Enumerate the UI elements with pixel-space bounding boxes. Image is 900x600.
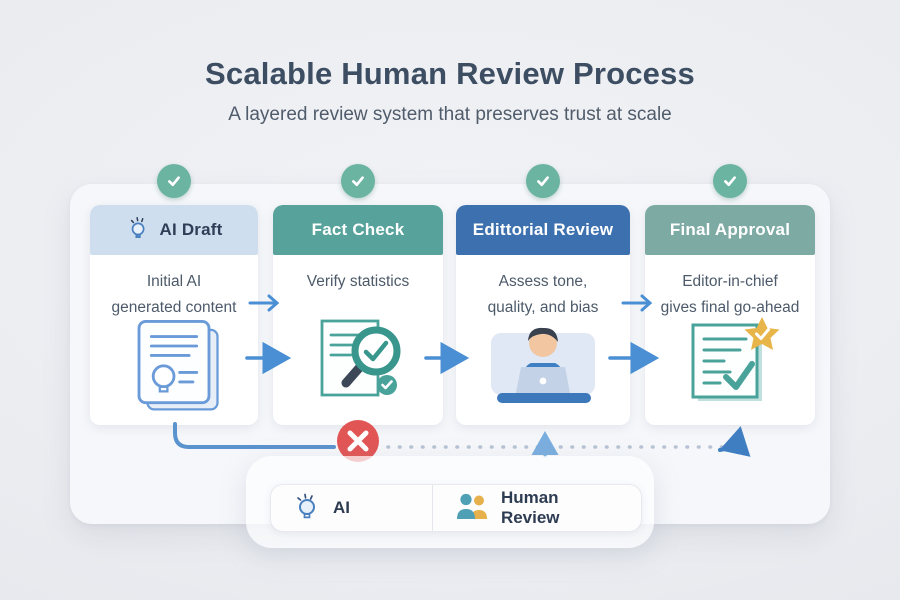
stage-final-approval: Final Approval Editor-in-chief gives fin… xyxy=(645,205,815,425)
stage-title: Fact Check xyxy=(311,220,405,239)
legend-ai-label: AI xyxy=(333,498,350,517)
desc-line-2: generated content xyxy=(111,299,237,316)
people-icon xyxy=(455,492,491,525)
stage-fact-check: Fact Check Verify statistics xyxy=(273,205,443,425)
lightbulb-icon xyxy=(126,215,152,246)
stage-title: AI Draft xyxy=(159,220,223,239)
desc-line-1: Initial AI xyxy=(146,273,202,290)
stage-complete-check-icon xyxy=(341,164,375,198)
document-magnifier-check-icon xyxy=(273,313,443,413)
stage-description: Assess tone, quality, and bias xyxy=(456,269,630,321)
stage-complete-check-icon xyxy=(526,164,560,198)
legend: AI Human Review xyxy=(270,484,642,532)
desc-line-1: Editor-in-chief xyxy=(682,273,778,290)
stage-title: Edittorial Review xyxy=(472,220,614,239)
desc-line-1: Verify statistics xyxy=(306,273,410,290)
desc-line-2: gives final go-ahead xyxy=(660,299,800,316)
document-star-check-icon xyxy=(645,315,815,413)
legend-human-label: Human Review xyxy=(500,488,560,527)
stage-ai-draft: AI Draft Initial AI generated content xyxy=(90,205,258,425)
desc-line-1: Assess tone, xyxy=(498,273,588,290)
desc-line-2: quality, and bias xyxy=(487,299,599,316)
legend-human-item: Human Review xyxy=(433,485,641,531)
lightbulb-icon xyxy=(293,491,323,526)
stage-description: Verify statistics xyxy=(273,269,443,295)
stage-editorial-review-header: Edittorial Review xyxy=(456,205,630,255)
stage-editorial-review: Edittorial Review Assess tone, quality, … xyxy=(456,205,630,425)
document-lightbulb-icon xyxy=(90,313,258,413)
stage-title: Final Approval xyxy=(669,220,791,239)
page-title: Scalable Human Review Process xyxy=(205,56,695,91)
page-subtitle: A layered review system that preserves t… xyxy=(228,104,672,125)
stage-complete-check-icon xyxy=(713,164,747,198)
stage-fact-check-header: Fact Check xyxy=(273,205,443,255)
stage-description: Editor-in-chief gives final go-ahead xyxy=(645,269,815,321)
stage-description: Initial AI generated content xyxy=(90,269,258,321)
legend-divider xyxy=(431,485,433,531)
person-at-laptop-icon xyxy=(456,317,630,413)
legend-ai-item: AI xyxy=(271,485,432,531)
stage-ai-draft-header: AI Draft xyxy=(90,205,258,255)
stage-complete-check-icon xyxy=(157,164,191,198)
stage-final-approval-header: Final Approval xyxy=(645,205,815,255)
heading-block: Scalable Human Review Process A layered … xyxy=(0,56,900,126)
